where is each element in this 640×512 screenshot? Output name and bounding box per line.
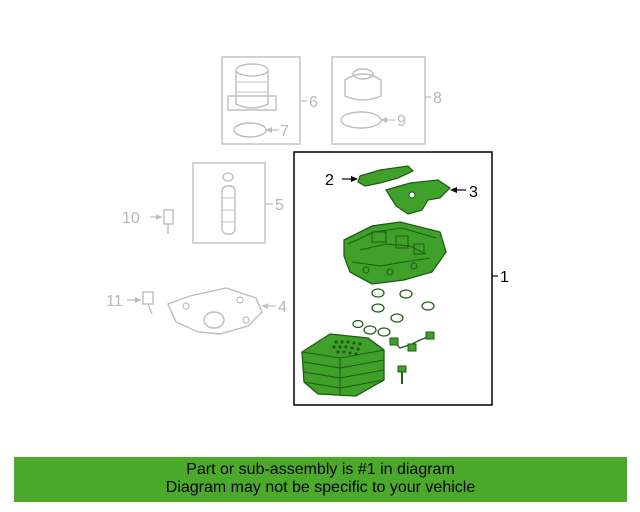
wiring-harness <box>389 331 435 352</box>
callout-11[interactable]: 11 <box>106 293 123 310</box>
callout-4[interactable]: 4 <box>278 299 287 316</box>
part-3-plate[interactable] <box>385 179 466 215</box>
callout-3[interactable]: 3 <box>469 184 478 201</box>
part-5-tube[interactable] <box>192 162 273 244</box>
callout-2[interactable]: 2 <box>325 172 334 189</box>
callout-7[interactable]: 7 <box>280 123 289 140</box>
valve-body <box>343 221 447 285</box>
control-module <box>301 333 385 397</box>
callout-5[interactable]: 5 <box>275 197 284 214</box>
part-6-oil-filter[interactable] <box>221 56 307 145</box>
part-4-cover[interactable] <box>167 287 276 335</box>
callout-9[interactable]: 9 <box>397 113 406 130</box>
callout-10[interactable]: 10 <box>122 210 140 227</box>
part-8-filter-cap[interactable] <box>331 56 431 145</box>
part-2-gasket[interactable] <box>342 165 415 187</box>
part-1-assembly-box[interactable] <box>293 151 498 406</box>
footer-line-1: Part or sub-assembly is #1 in diagram <box>186 461 455 478</box>
footer-line-2: Diagram may not be specific to your vehi… <box>165 479 476 496</box>
part-10-sensor[interactable] <box>150 209 174 234</box>
o-rings <box>352 288 435 337</box>
bolt <box>397 365 407 384</box>
callout-8[interactable]: 8 <box>433 90 442 107</box>
part-11-sensor[interactable] <box>127 291 154 315</box>
callout-1[interactable]: 1 <box>500 269 509 286</box>
part-7-o-ring[interactable] <box>233 122 279 138</box>
part-9-o-ring[interactable] <box>340 111 395 129</box>
footer-banner: Part or sub-assembly is #1 in diagram Di… <box>14 457 627 502</box>
callout-6[interactable]: 6 <box>309 94 318 111</box>
